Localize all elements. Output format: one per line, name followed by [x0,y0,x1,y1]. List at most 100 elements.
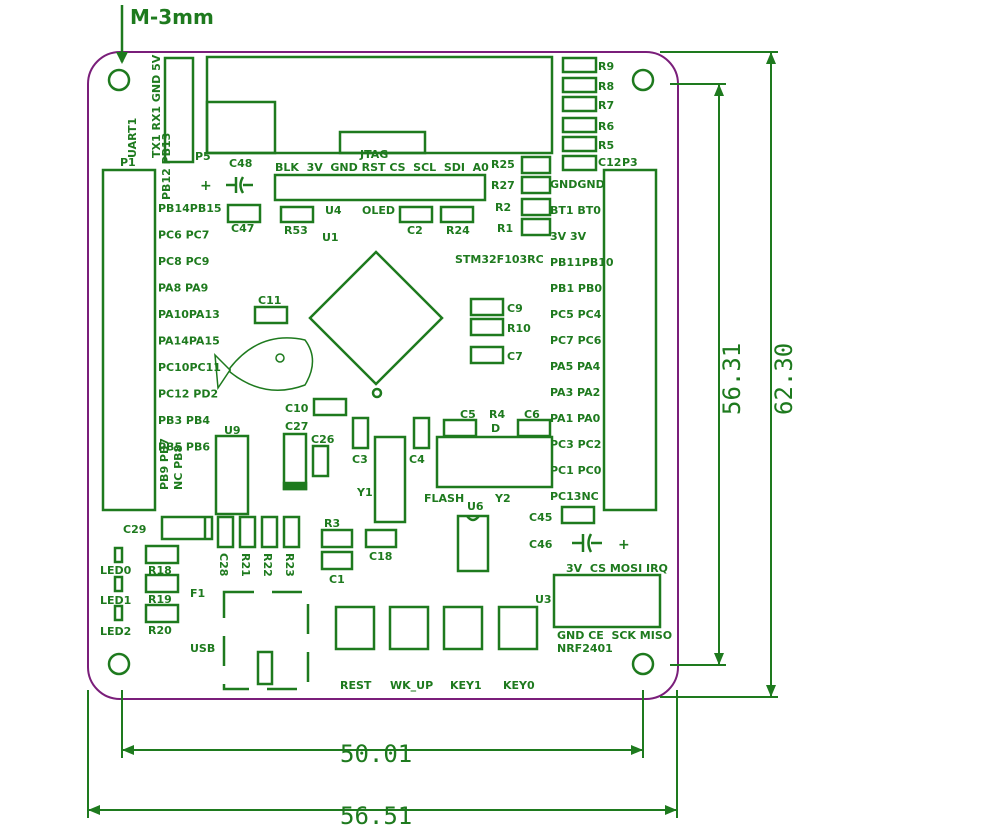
y1-crystal [373,435,407,524]
led1-label: LED1 [100,594,131,607]
mount-hole-label: M-3mm [130,5,214,29]
jtag-pins-label: BLK 3V GND RST CS SCL SDI A0 [275,161,489,174]
r18-label: R18 [148,564,172,577]
right-header-pin-label: BT1 BT0 [550,204,601,217]
jtag-key [338,130,427,155]
r3-part [320,528,354,549]
left-header-pin-label: PB12 PB13 [160,133,173,200]
nrf2401-module [552,573,662,629]
r19-part [144,573,180,594]
mcu-label: STM32F103RC [455,253,544,266]
c2-part [398,205,434,224]
right-header-pin-label: PB11PB10 [550,256,614,269]
r7-part [561,95,598,113]
u3-label: U3 [535,593,552,606]
arrow-ih-b [714,653,724,665]
right-header-pin-label: PC7 PC6 [550,334,602,347]
arrow-ih-t [714,84,724,96]
r8-part [561,76,598,94]
left-header-pin-label: PC8 PC9 [158,255,209,268]
r53-label: R53 [284,224,308,237]
c9-label: C9 [507,302,523,315]
r5-part [561,135,598,153]
mcu-pin1-dot [371,387,383,399]
r8-label: R8 [598,80,614,93]
y2-label: Y2 [494,492,511,505]
nrf-label: NRF2401 [557,642,613,655]
c46-plus: + [618,537,630,553]
mount-arrow-head [116,52,128,64]
jtag-label: JTAG [359,148,388,161]
pb9-pb7-label: PB9 PB7 [158,438,171,490]
p5-label: P5 [195,150,211,163]
r7-label: R7 [598,99,614,112]
right-header-pin-label: PC5 PC4 [550,308,602,321]
uart-header-p5 [163,56,195,164]
c4-part [412,416,431,450]
right-header-pin-label: PC13NC [550,490,599,503]
flash-label: FLASH [424,492,464,505]
y1-label: Y1 [356,486,373,499]
arrow-iw-l [122,745,134,755]
left-header-pin-label: PB5 PB6 [158,441,210,454]
d-label: D [491,422,500,435]
r23-part [282,515,301,549]
c10-part [312,397,348,417]
c9-part [469,297,505,317]
r23-label: R23 [283,553,296,577]
fish-logo-tail [214,353,231,391]
usb-connector [222,590,310,691]
r3-label: R3 [324,517,340,530]
c1-label: C1 [329,573,345,586]
dim-inner-width-text: 50.01 [340,740,412,768]
arrow-oh-b [766,685,776,697]
c3-label: C3 [352,453,368,466]
p3-label: P3 [622,156,638,169]
r9-part [561,56,598,74]
c18-part [364,528,398,549]
u4-label: U4 [325,204,342,217]
r22-label: R22 [261,553,274,577]
nrf-pins-bottom: GND CE SCK MISO [557,629,672,642]
u1-label: U1 [322,231,339,244]
c11-label: C11 [258,294,281,307]
c4-label: C4 [409,453,425,466]
c6-label: C6 [524,408,540,421]
fish-logo-body [229,337,314,391]
arrow-ow-r [665,805,677,815]
right-header-pin-label: PC3 PC2 [550,438,601,451]
c7-part [469,345,505,365]
c5-label: C5 [460,408,476,421]
left-header-pin-label: PC10PC11 [158,361,221,374]
header-p3 [602,168,658,512]
wk-up-button [388,605,430,651]
c27-capacitor [282,432,308,491]
c45-part [560,505,596,525]
usb-label: USB [190,642,215,655]
r22-part [260,515,279,549]
fish-logo-eye [275,353,285,363]
u6-label: U6 [467,500,484,513]
left-header-pin-label: PB3 PB4 [158,414,210,427]
left-header-pin-label: PA8 PA9 [158,282,208,295]
c48-label: C48 [229,157,252,170]
c5-part [442,418,478,438]
c27-label: C27 [285,420,308,433]
nrf-pins-top: 3V CS MOSI IRQ [566,562,668,575]
c2-label: C2 [407,224,423,237]
left-header-pin-label: PA10PA13 [158,308,220,321]
arrow-iw-r [631,745,643,755]
arrow-ow-l [88,805,100,815]
usb-tab [256,650,274,686]
r24-label: R24 [446,224,470,237]
rest-button [334,605,376,651]
right-header-pin-label: GNDGND [550,178,605,191]
c29-part [160,515,214,541]
c47-part [226,203,262,224]
c18-label: C18 [369,550,392,563]
right-header-pin-label: PA3 PA2 [550,386,600,399]
r5-label: R5 [598,139,614,152]
